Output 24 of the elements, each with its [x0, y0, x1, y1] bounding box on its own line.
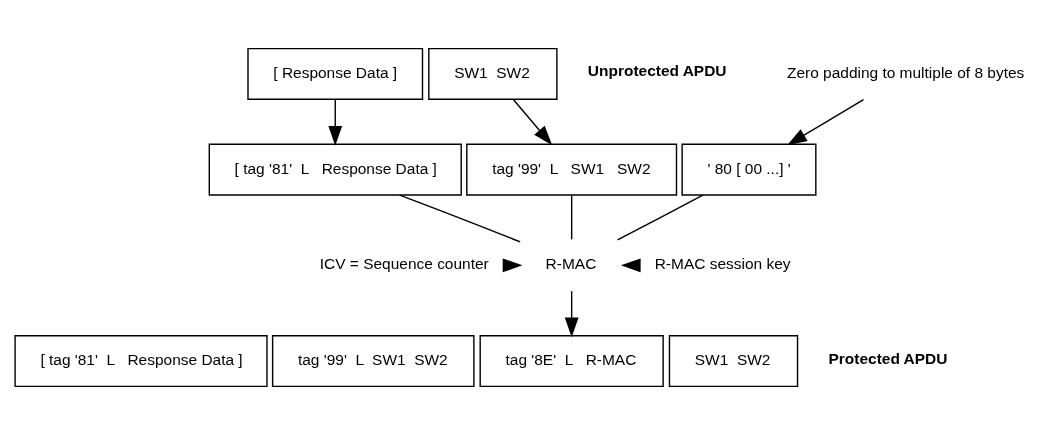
connector	[570, 194, 573, 241]
arrow	[328, 99, 343, 146]
arrow	[620, 258, 641, 273]
node-box: [ Response Data ]	[247, 47, 424, 100]
node-box: tag '99' L SW1 SW2	[466, 143, 678, 196]
node-box: ' 80 [ 00 ...] '	[681, 143, 817, 196]
arrow	[787, 98, 865, 146]
node-box: tag '8E' L R-MAC	[479, 335, 664, 388]
connector	[616, 194, 704, 241]
arrow	[512, 99, 553, 146]
node-text: R-MAC	[545, 255, 597, 273]
arrow	[564, 290, 579, 338]
node-box: SW1 SW2	[428, 47, 558, 100]
node-box: SW1 SW2	[668, 335, 799, 388]
arrow	[502, 258, 523, 273]
node-box: [ tag '81' L Response Data ]	[208, 143, 462, 196]
node-text: R-MAC session key	[654, 255, 791, 273]
label: Unprotected APDU	[587, 62, 727, 80]
node-box: [ tag '81' L Response Data ]	[14, 335, 268, 388]
node-text: Zero padding to multiple of 8 bytes	[786, 63, 1025, 81]
connector	[398, 194, 521, 243]
label: Protected APDU	[828, 349, 948, 367]
node-box: tag '99' L SW1 SW2	[271, 335, 475, 388]
node-text: ICV = Sequence counter	[319, 255, 489, 273]
